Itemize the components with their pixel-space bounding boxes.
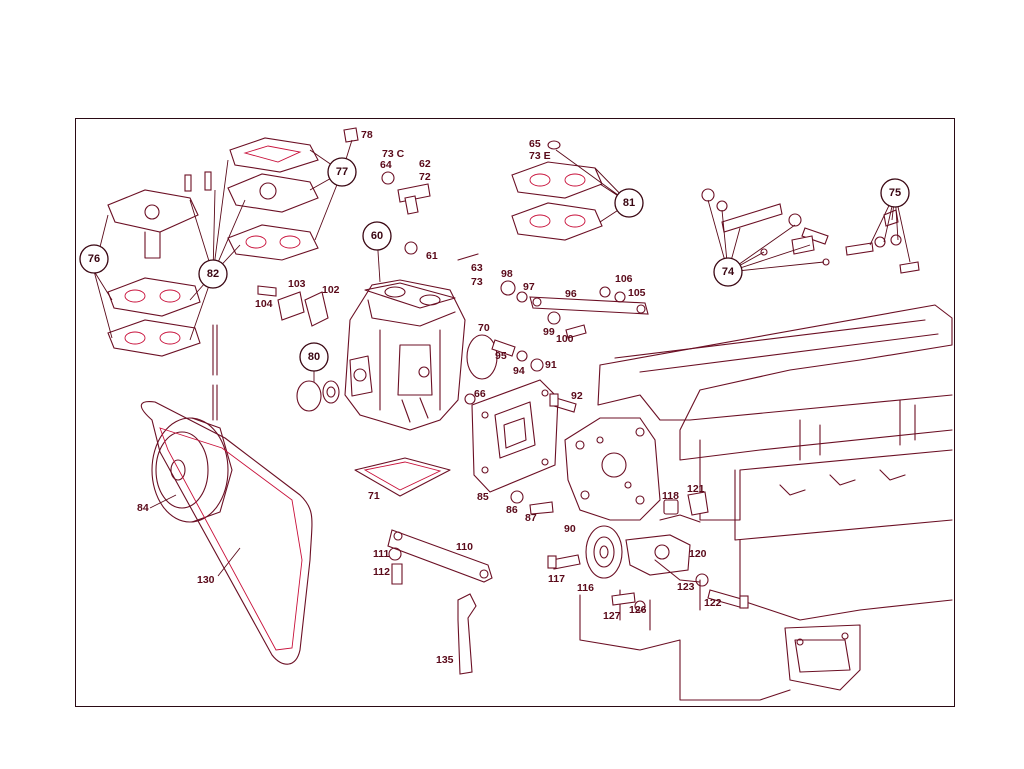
- label-71: 71: [368, 490, 380, 502]
- callout-77: 77: [327, 157, 357, 187]
- drive-belt-inner: [159, 427, 303, 651]
- label-91: 91: [545, 359, 557, 371]
- svg-text:75: 75: [889, 187, 901, 199]
- drive-belt: [140, 401, 313, 665]
- fitting: [343, 127, 479, 261]
- diagram-frame: [75, 118, 955, 707]
- label-98: 98: [501, 268, 513, 280]
- label-78: 78: [361, 129, 373, 141]
- label-130: 130: [197, 574, 215, 586]
- label-85: 85: [477, 491, 489, 503]
- label-100: 100: [556, 333, 574, 345]
- label-121: 121: [687, 483, 705, 495]
- label-73: 73: [471, 276, 483, 288]
- engine-block: [579, 304, 953, 701]
- label-62: 62: [419, 158, 431, 170]
- label-135: 135: [436, 654, 454, 666]
- label-90: 90: [564, 523, 576, 535]
- label-111: 111: [373, 548, 390, 560]
- label-84: 84: [137, 502, 149, 514]
- label-110: 110: [456, 541, 473, 553]
- label-94: 94: [513, 365, 525, 377]
- label-95: 95: [495, 350, 507, 362]
- pulley-bolts: [547, 554, 749, 612]
- label-66: 66: [474, 388, 486, 400]
- label-72: 72: [419, 171, 431, 183]
- shaft-seal: [296, 380, 340, 412]
- label-92: 92: [571, 390, 583, 402]
- svg-text:74: 74: [722, 266, 735, 278]
- support-strut: [500, 280, 649, 339]
- label-73c: 73 C: [382, 148, 405, 160]
- idler-pulley: [585, 491, 709, 579]
- label-63: 63: [471, 262, 483, 274]
- label-86: 86: [506, 504, 518, 516]
- svg-text:60: 60: [371, 230, 383, 242]
- label-116: 116: [577, 582, 594, 594]
- callout-75: 75: [880, 178, 910, 208]
- label-70: 70: [478, 322, 490, 334]
- label-96: 96: [565, 288, 577, 300]
- svg-text:76: 76: [88, 253, 100, 265]
- label-65: 65: [529, 138, 541, 150]
- callout-81: 81: [614, 188, 644, 218]
- label-105: 105: [628, 287, 646, 299]
- svg-text:81: 81: [623, 197, 635, 209]
- plate-hardware: [464, 339, 577, 515]
- label-102: 102: [322, 284, 340, 296]
- front-bracket: [564, 417, 661, 521]
- compressor: [344, 279, 466, 431]
- label-127: 127: [603, 610, 621, 622]
- hook-bracket: [457, 593, 477, 675]
- o-ring: [466, 334, 498, 380]
- label-61: 61: [426, 250, 438, 262]
- label-122: 122: [704, 597, 722, 609]
- base-gasket: [354, 457, 451, 497]
- label-106: 106: [615, 273, 633, 285]
- label-64: 64: [380, 159, 392, 171]
- label-120: 120: [689, 548, 707, 560]
- clutch-pulley: [151, 417, 233, 523]
- callout-60: 60: [362, 221, 392, 251]
- label-87: 87: [525, 512, 537, 524]
- mounting-plate: [471, 379, 559, 493]
- part-labels: 78 73 C 64 62 72 65 73 E 61 63 73 98 97 …: [137, 129, 722, 666]
- valve-plates-left: [227, 137, 319, 261]
- label-117: 117: [548, 573, 565, 585]
- label-73e: 73 E: [529, 150, 551, 162]
- label-104: 104: [255, 298, 273, 310]
- callout-76: 76: [79, 244, 109, 274]
- svg-text:82: 82: [207, 268, 219, 280]
- mounting-hardware-74-75: [701, 188, 920, 274]
- valve-plates-right: [511, 140, 603, 241]
- label-103: 103: [288, 278, 306, 290]
- tension-strap: [387, 529, 493, 585]
- svg-text:77: 77: [336, 166, 348, 178]
- callout-80: 80: [299, 342, 329, 372]
- callout-82: 82: [198, 259, 228, 289]
- label-99: 99: [543, 326, 555, 338]
- label-126: 126: [629, 604, 647, 616]
- label-112: 112: [373, 566, 390, 578]
- label-118: 118: [662, 490, 679, 502]
- label-97: 97: [523, 281, 535, 293]
- long-stud: [212, 324, 218, 421]
- label-123: 123: [677, 581, 695, 593]
- small-bracket: [257, 285, 329, 327]
- svg-text:80: 80: [308, 351, 320, 363]
- cylinder-head: [107, 171, 212, 357]
- callout-74: 74: [713, 257, 743, 287]
